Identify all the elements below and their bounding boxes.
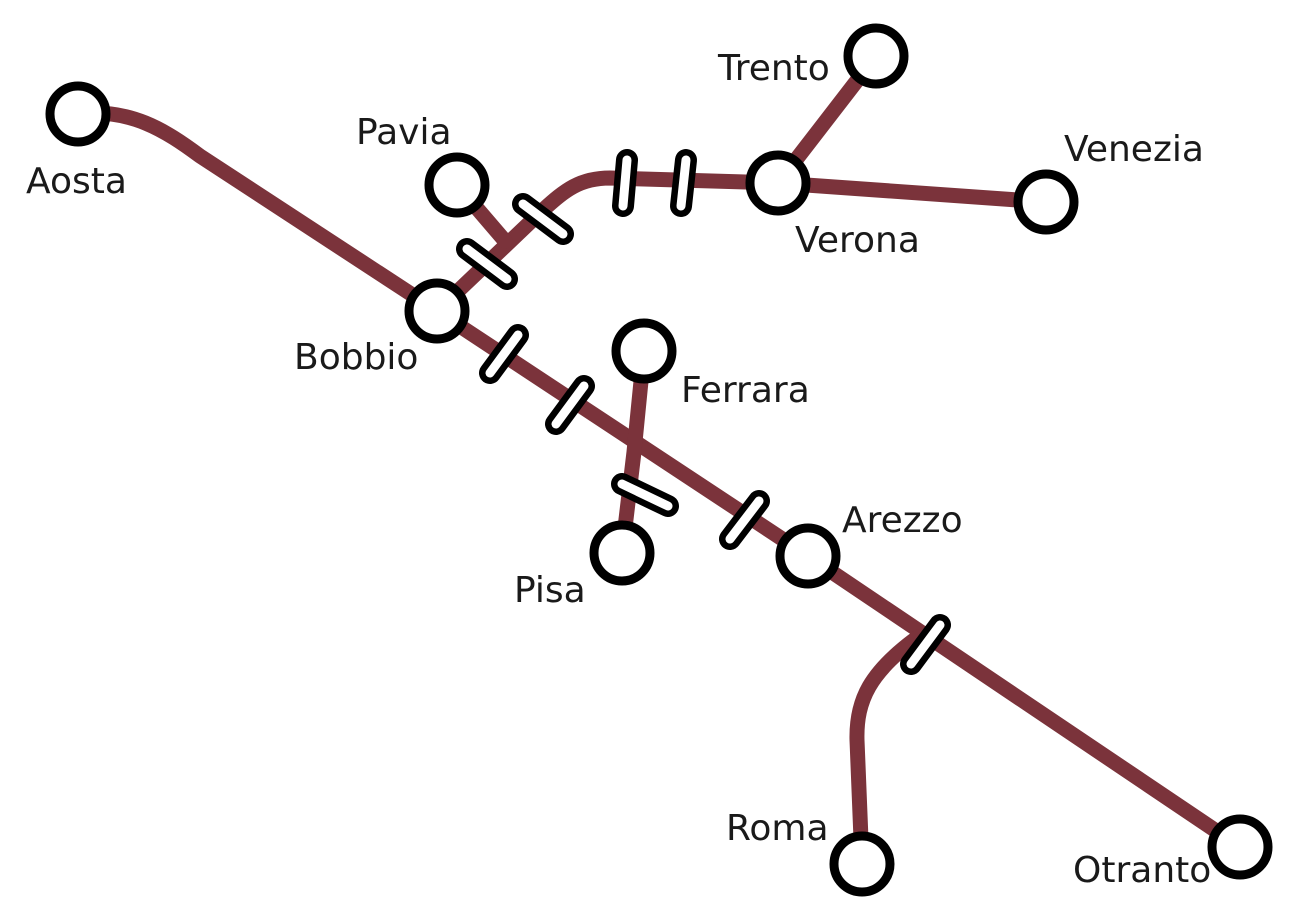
station-venezia[interactable] xyxy=(1013,169,1079,235)
station-otranto[interactable] xyxy=(1207,814,1273,880)
label-aosta: Aosta xyxy=(26,161,127,202)
track-marker xyxy=(900,614,951,675)
line-verona-venezia xyxy=(770,175,1054,210)
line-ferrara-pisa xyxy=(614,343,652,561)
label-venezia: Venezia xyxy=(1064,129,1204,170)
label-roma: Roma xyxy=(726,808,829,849)
label-ferrara: Ferrara xyxy=(681,370,810,411)
label-otranto: Otranto xyxy=(1073,850,1211,891)
label-arezzo: Arezzo xyxy=(842,500,963,541)
station-pavia[interactable] xyxy=(424,152,490,218)
station-aosta[interactable] xyxy=(45,81,111,147)
station-verona[interactable] xyxy=(745,150,811,216)
line-bobbio-verona xyxy=(429,170,786,319)
label-trento: Trento xyxy=(717,48,830,89)
label-verona: Verona xyxy=(795,220,920,261)
track-marker xyxy=(456,238,518,290)
label-pisa: Pisa xyxy=(514,570,586,611)
stations xyxy=(45,23,1273,897)
track-marker xyxy=(719,490,770,550)
label-bobbio: Bobbio xyxy=(294,337,418,378)
station-arezzo[interactable] xyxy=(775,523,841,589)
track-marker xyxy=(545,375,595,435)
station-ferrara[interactable] xyxy=(611,318,677,384)
station-trento[interactable] xyxy=(843,23,909,89)
label-pavia: Pavia xyxy=(356,112,452,153)
track-markers xyxy=(456,149,951,675)
track-marker xyxy=(611,473,679,517)
track-marker xyxy=(512,193,574,245)
track-marker xyxy=(670,149,697,217)
station-roma[interactable] xyxy=(829,831,895,897)
track-marker xyxy=(612,149,638,217)
line-roma-branch xyxy=(849,629,926,872)
station-labels: Aosta Pavia Trento Venezia Verona Bobbio… xyxy=(26,48,1211,891)
station-pisa[interactable] xyxy=(589,520,655,586)
station-bobbio[interactable] xyxy=(404,278,470,344)
track-marker xyxy=(479,324,529,384)
